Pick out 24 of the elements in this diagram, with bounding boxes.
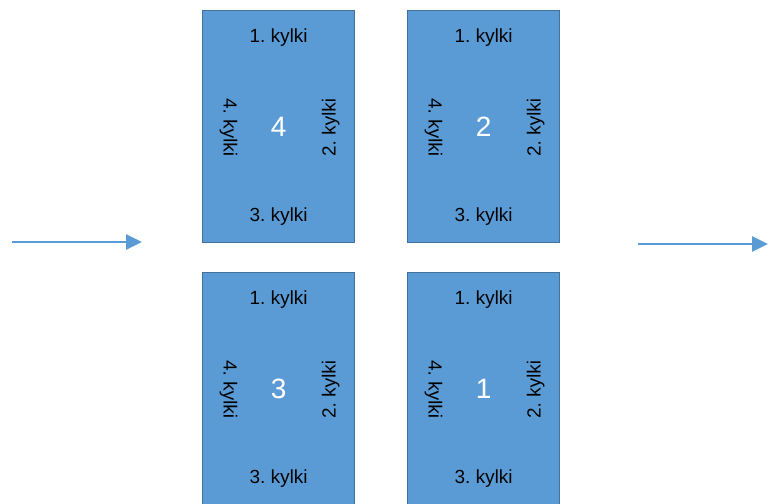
quadrant-box	[202, 272, 355, 504]
side-label: 3. kylki	[249, 468, 308, 487]
side-label: 1. kylki	[249, 27, 308, 46]
side-label: 2. kylki	[320, 97, 340, 156]
side-label: 4. kylki	[220, 97, 238, 156]
side-label: 2. kylki	[526, 97, 544, 156]
side-label: 4. kylki	[220, 359, 238, 418]
box-number: 3	[270, 374, 286, 402]
side-label: 2. kylki	[320, 359, 340, 418]
quadrant-box	[407, 10, 560, 243]
side-label: 4. kylki	[424, 359, 444, 418]
side-label: 1. kylki	[454, 289, 513, 308]
side-label: 4. kylki	[424, 97, 444, 156]
quadrant-box	[407, 272, 560, 504]
box-number: 1	[476, 374, 492, 402]
side-label: 1. kylki	[249, 289, 308, 308]
box-number: 2	[476, 112, 492, 140]
side-label: 3. kylki	[454, 206, 513, 225]
box-number: 4	[270, 112, 286, 140]
side-label: 3. kylki	[249, 206, 308, 225]
side-label: 2. kylki	[526, 359, 544, 418]
quadrant-box	[202, 10, 355, 243]
side-label: 3. kylki	[454, 468, 513, 487]
side-label: 1. kylki	[454, 27, 513, 46]
